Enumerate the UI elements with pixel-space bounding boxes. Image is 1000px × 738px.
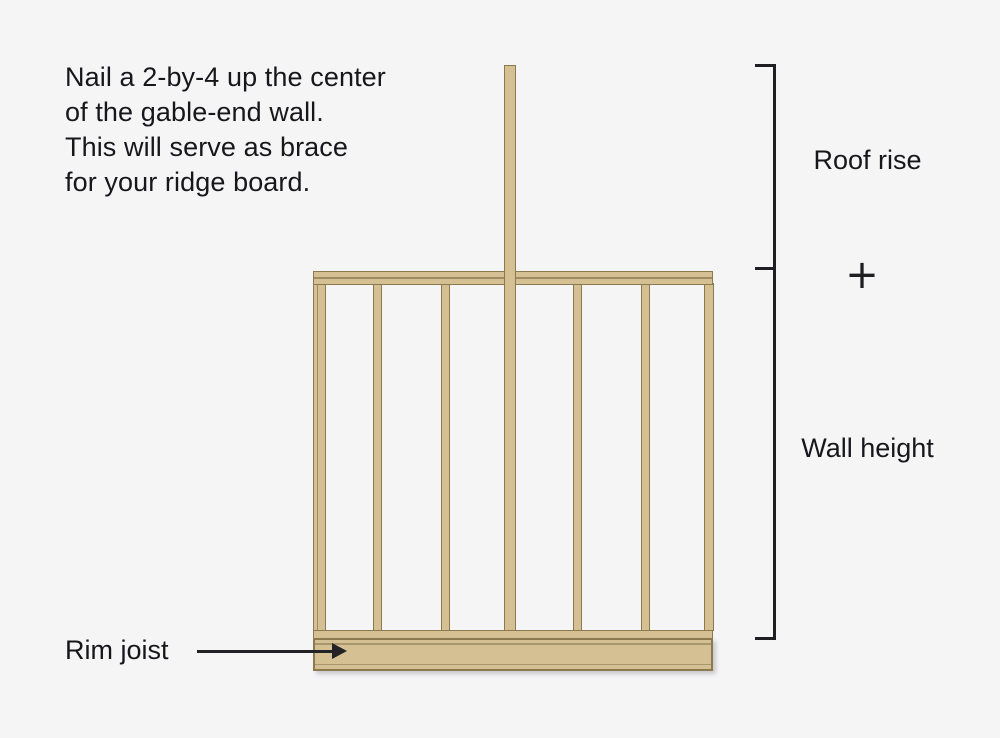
bracket-tick-middle	[755, 267, 776, 270]
bracket-tick-top	[755, 64, 776, 67]
measurement-bracket	[772, 64, 776, 640]
wall-stud	[573, 283, 582, 631]
instruction-line-2: of the gable-end wall.	[65, 97, 324, 127]
plus-sign: +	[845, 252, 879, 298]
end-stud-seam	[316, 284, 318, 630]
rim-joist-arrow-line	[197, 650, 334, 653]
ridge-board-brace-2x4	[504, 65, 516, 631]
bracket-tick-bottom	[755, 637, 776, 640]
wall-stud	[640, 283, 650, 631]
rim-joist-edge-line	[315, 643, 711, 645]
rim-joist-label: Rim joist	[65, 635, 169, 665]
instruction-line-3: This will serve as brace	[65, 132, 348, 162]
wall-stud	[441, 283, 450, 631]
rim-joist-arrow-head	[332, 642, 347, 659]
instruction-line-1: Nail a 2-by-4 up the center	[65, 62, 386, 92]
wall-height-label: Wall height	[801, 433, 934, 463]
rim-joist-board	[313, 638, 713, 671]
instruction-line-4: for your ridge board.	[65, 167, 311, 197]
end-stud-right	[704, 283, 714, 631]
end-stud-left	[313, 283, 326, 631]
instruction-text: Nail a 2-by-4 up the center of the gable…	[65, 60, 386, 200]
wall-stud	[372, 283, 382, 631]
roof-rise-label: Roof rise	[813, 145, 922, 175]
rim-joist-edge-line	[315, 663, 711, 665]
